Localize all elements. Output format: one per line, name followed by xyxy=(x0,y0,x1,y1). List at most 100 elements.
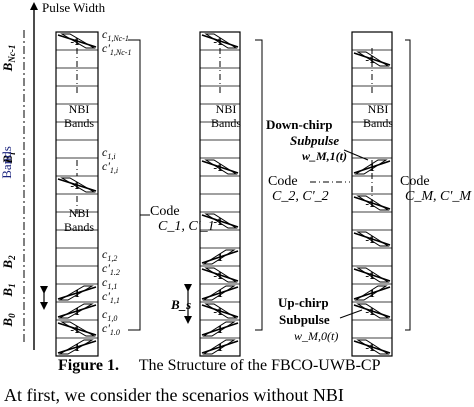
code-element-sub: 1,1 xyxy=(107,282,117,291)
code-element-base: c xyxy=(102,145,108,159)
up-chirp-arrow xyxy=(201,322,239,336)
nbi-text-3b: Bands xyxy=(211,115,241,130)
subpulse-cell: -1 xyxy=(352,51,392,69)
code-element-label: c1,2 xyxy=(102,247,117,263)
code-cm-bracket xyxy=(405,39,411,331)
band-label-base: B xyxy=(0,318,15,328)
code-element-label: c'1,1 xyxy=(102,289,120,305)
subpulse-cell: -1 xyxy=(56,321,98,339)
code-c2-bracket xyxy=(255,39,263,331)
down-chirp-value: -1 xyxy=(365,306,374,318)
code-element-label: c'1,i xyxy=(102,159,118,175)
subpulse-cell: -1 xyxy=(200,33,240,51)
subpulse-cell: -1 xyxy=(56,177,98,195)
up-chirp-arrow xyxy=(353,160,391,174)
code-element-base: c xyxy=(102,307,108,321)
band-label-sub: i xyxy=(7,152,17,155)
up-chirp-value: 1 xyxy=(217,252,223,264)
figure-caption: Figure 1. The Structure of the FBCO-UWB-… xyxy=(58,358,381,374)
subpulse-cell: -1 xyxy=(200,303,240,321)
band-label-base: B xyxy=(0,260,15,270)
up-chirp-value: 1 xyxy=(369,288,375,300)
down-chirp-pointer xyxy=(343,149,369,161)
code-connectors xyxy=(40,39,411,331)
band-label: Bi xyxy=(0,152,17,165)
down-chirp-value: -1 xyxy=(213,162,222,174)
down-chirp-value: -1 xyxy=(365,270,374,282)
code-element-sub: 1,i xyxy=(110,166,118,175)
code-element-base: c' xyxy=(102,289,110,303)
code-element-label: c1,0 xyxy=(102,307,117,323)
subpulse-cell: 1 xyxy=(200,285,240,303)
down-chirp-arrow xyxy=(201,214,239,228)
down-chirp-arrow xyxy=(201,304,239,318)
down-chirp-value: -1 xyxy=(365,234,374,246)
down-chirp-value: -1 xyxy=(213,36,222,48)
nbi-text-1a: NBI xyxy=(68,102,90,116)
up-chirp-value: 1 xyxy=(217,342,223,354)
up-chirp-arrow xyxy=(353,286,391,300)
code-element-base: c' xyxy=(102,159,110,173)
up-subpulse-label: Subpulse xyxy=(279,312,330,327)
code-element-sub: 1,i xyxy=(107,152,115,161)
code-element-base: c' xyxy=(102,41,110,55)
bands-axis-label: Bands xyxy=(0,146,14,179)
subpulse-cell: -1 xyxy=(352,231,392,249)
code-element-base: c xyxy=(102,275,108,289)
nbi-text-4a: NBI xyxy=(367,102,389,116)
up-chirp-value: 1 xyxy=(369,162,375,174)
nbi-text-2a: NBI xyxy=(68,206,90,220)
subpulse-cell: 1 xyxy=(56,339,98,357)
column-3: -11-1-1-11-1-1 xyxy=(351,31,393,357)
subpulse-cell: 1 xyxy=(352,159,392,177)
down-chirp-value: -1 xyxy=(365,342,374,354)
down-chirp-arrow xyxy=(57,178,97,192)
down-chirp-value: -1 xyxy=(70,36,79,48)
up-chirp-arrow xyxy=(57,304,97,318)
down-subpulse-label: Subpulse xyxy=(290,133,340,148)
nbi-label-col1-mid: NBI Bands xyxy=(64,206,94,235)
down-chirp-label: Down-chirp xyxy=(266,117,333,132)
down-wave-label: w_M,1(t) xyxy=(302,149,347,163)
code-element-label: c1,1 xyxy=(102,275,117,291)
body-text-cut: At first, we consider the scenarios with… xyxy=(4,385,344,405)
down-chirp-arrow xyxy=(353,52,391,66)
subpulse-cell: -1 xyxy=(200,267,240,285)
up-chirp-label: Up-chirp xyxy=(278,295,329,310)
band-label-sub: 1 xyxy=(7,283,17,288)
nbi-label-col1-top: NBI Bands xyxy=(64,102,94,131)
code-element-sub: 1,Nc-1 xyxy=(107,34,129,43)
subpulse-cell: 1 xyxy=(56,303,98,321)
column-1: -1-111-11 xyxy=(55,31,99,357)
up-chirp-arrow xyxy=(57,286,97,300)
down-chirp-arrow xyxy=(353,304,391,318)
up-chirp-value: 1 xyxy=(74,342,80,354)
column-grids: -1-111-11-1-1-11-11-111-11-1-1-11-1-1 xyxy=(55,31,393,357)
band-label: B2 xyxy=(0,255,17,270)
down-chirp-arrow xyxy=(353,196,391,210)
column-2: -1-1-11-11-111 xyxy=(199,31,241,357)
down-chirp-arrow xyxy=(353,268,391,282)
band-label: B1 xyxy=(0,283,17,297)
up-chirp-arrow xyxy=(57,340,97,354)
up-chirp-arrow xyxy=(201,340,239,354)
code-word-2: Code xyxy=(268,174,298,189)
down-chirp-value: -1 xyxy=(365,54,374,66)
down-chirp-arrow xyxy=(57,34,97,48)
nbi-text-2b: Bands xyxy=(64,219,94,234)
subpulse-cell: 1 xyxy=(200,249,240,267)
down-chirp-value: -1 xyxy=(70,180,79,192)
code-element-sub: 1,Nc-1 xyxy=(110,48,132,57)
band-label-sub: 0 xyxy=(7,313,17,318)
up-chirp-value: 1 xyxy=(74,306,80,318)
code-element-sub: 1,2 xyxy=(107,254,117,263)
subpulse-cell: -1 xyxy=(352,339,392,357)
code-element-base: c xyxy=(102,247,108,261)
up-chirp-value: 1 xyxy=(217,324,223,336)
down-chirp-arrow xyxy=(201,160,239,174)
up-chirp-arrow xyxy=(201,286,239,300)
nbi-text-4b: Bands xyxy=(363,115,393,130)
code-name-2: C_2, C'_2 xyxy=(272,189,329,204)
band-label-sub: Nc-1 xyxy=(7,45,17,64)
subpulse-cell: -1 xyxy=(352,267,392,285)
